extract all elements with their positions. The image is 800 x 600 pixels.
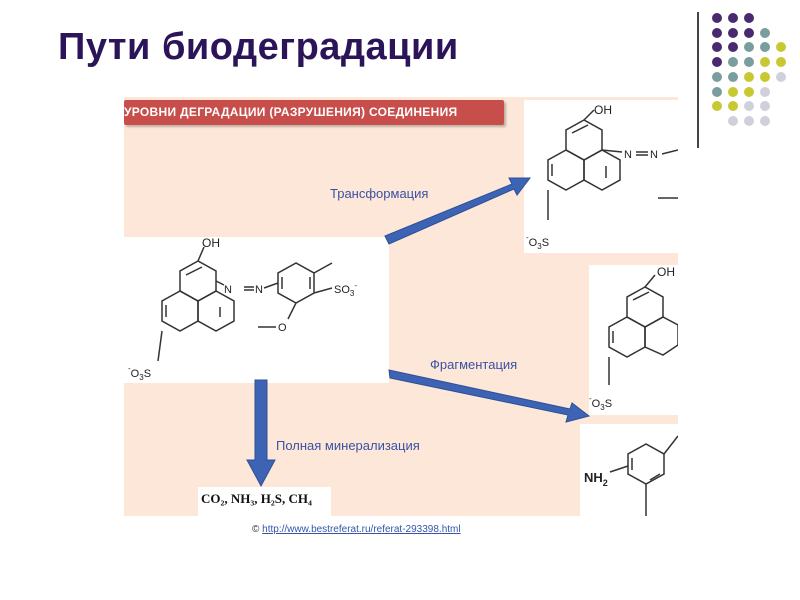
transformation-arrow [384,177,532,245]
n-left-label-top: N [624,149,632,161]
azo-dye-structure: OH N N SO3- O -O3S [128,236,357,382]
dot-row-2 [712,28,770,38]
degradation-levels-banner: УРОВНИ ДЕГРАДАЦИИ (РАЗРУШЕНИЯ) СОЕДИНЕНИ… [124,100,504,125]
source-link[interactable]: http://www.bestreferat.ru/referat-293398… [262,524,461,535]
fragmentation-product-aniline: NH2 [580,424,679,516]
transformation-product-molecule: OH N N -O3S [524,100,679,253]
nh2-label: NH2 [584,470,608,488]
products-text: CO₂, NH₃, H₂S, CH₄ [201,491,312,506]
dot-row-8 [728,116,770,126]
slide-title: Пути биодеградации [58,26,459,68]
mineralization-label: Полная минерализация [276,438,420,453]
transformation-label: Трансформация [330,186,429,201]
dot-row-4 [712,57,786,67]
oh-label-top: OH [594,103,612,117]
so3-label-top: -O3S [526,233,549,251]
methoxy-o-label: O [278,322,287,334]
fragmentation-arrow [388,369,591,423]
so3-left-label: -O3S [128,364,151,382]
dot-row-6 [712,87,770,97]
oh-label-frag: OH [657,265,675,279]
dot-row-1 [712,13,754,23]
aniline-structure: NH2 [584,435,679,516]
dot-row-7 [712,101,770,111]
n-right-label: N [255,284,263,296]
dot-row-5 [712,72,786,82]
so3-label-frag: -O3S [589,394,612,412]
mineralization-products: CO₂, NH₃, H₂S, CH₄ [198,487,331,517]
source-citation: © http://www.bestreferat.ru/referat-2933… [252,524,461,535]
oh-label: OH [202,237,220,250]
source-molecule: OH N N SO3- O -O3S [124,236,389,383]
copyright-symbol: © [252,524,260,535]
fragmentation-label: Фрагментация [430,357,518,372]
n-left-label: N [224,284,232,296]
decorative-vertical-line [697,12,699,148]
naphthol-azo-structure: OH N N -O3S [526,103,679,251]
dot-row-3 [712,42,786,52]
decorative-dot-grid [712,13,786,126]
n-right-label-top: N [650,149,658,161]
mineralization-arrow [246,379,276,488]
banner-text: УРОВНИ ДЕГРАДАЦИИ (РАЗРУШЕНИЯ) СОЕДИНЕНИ… [124,105,458,119]
